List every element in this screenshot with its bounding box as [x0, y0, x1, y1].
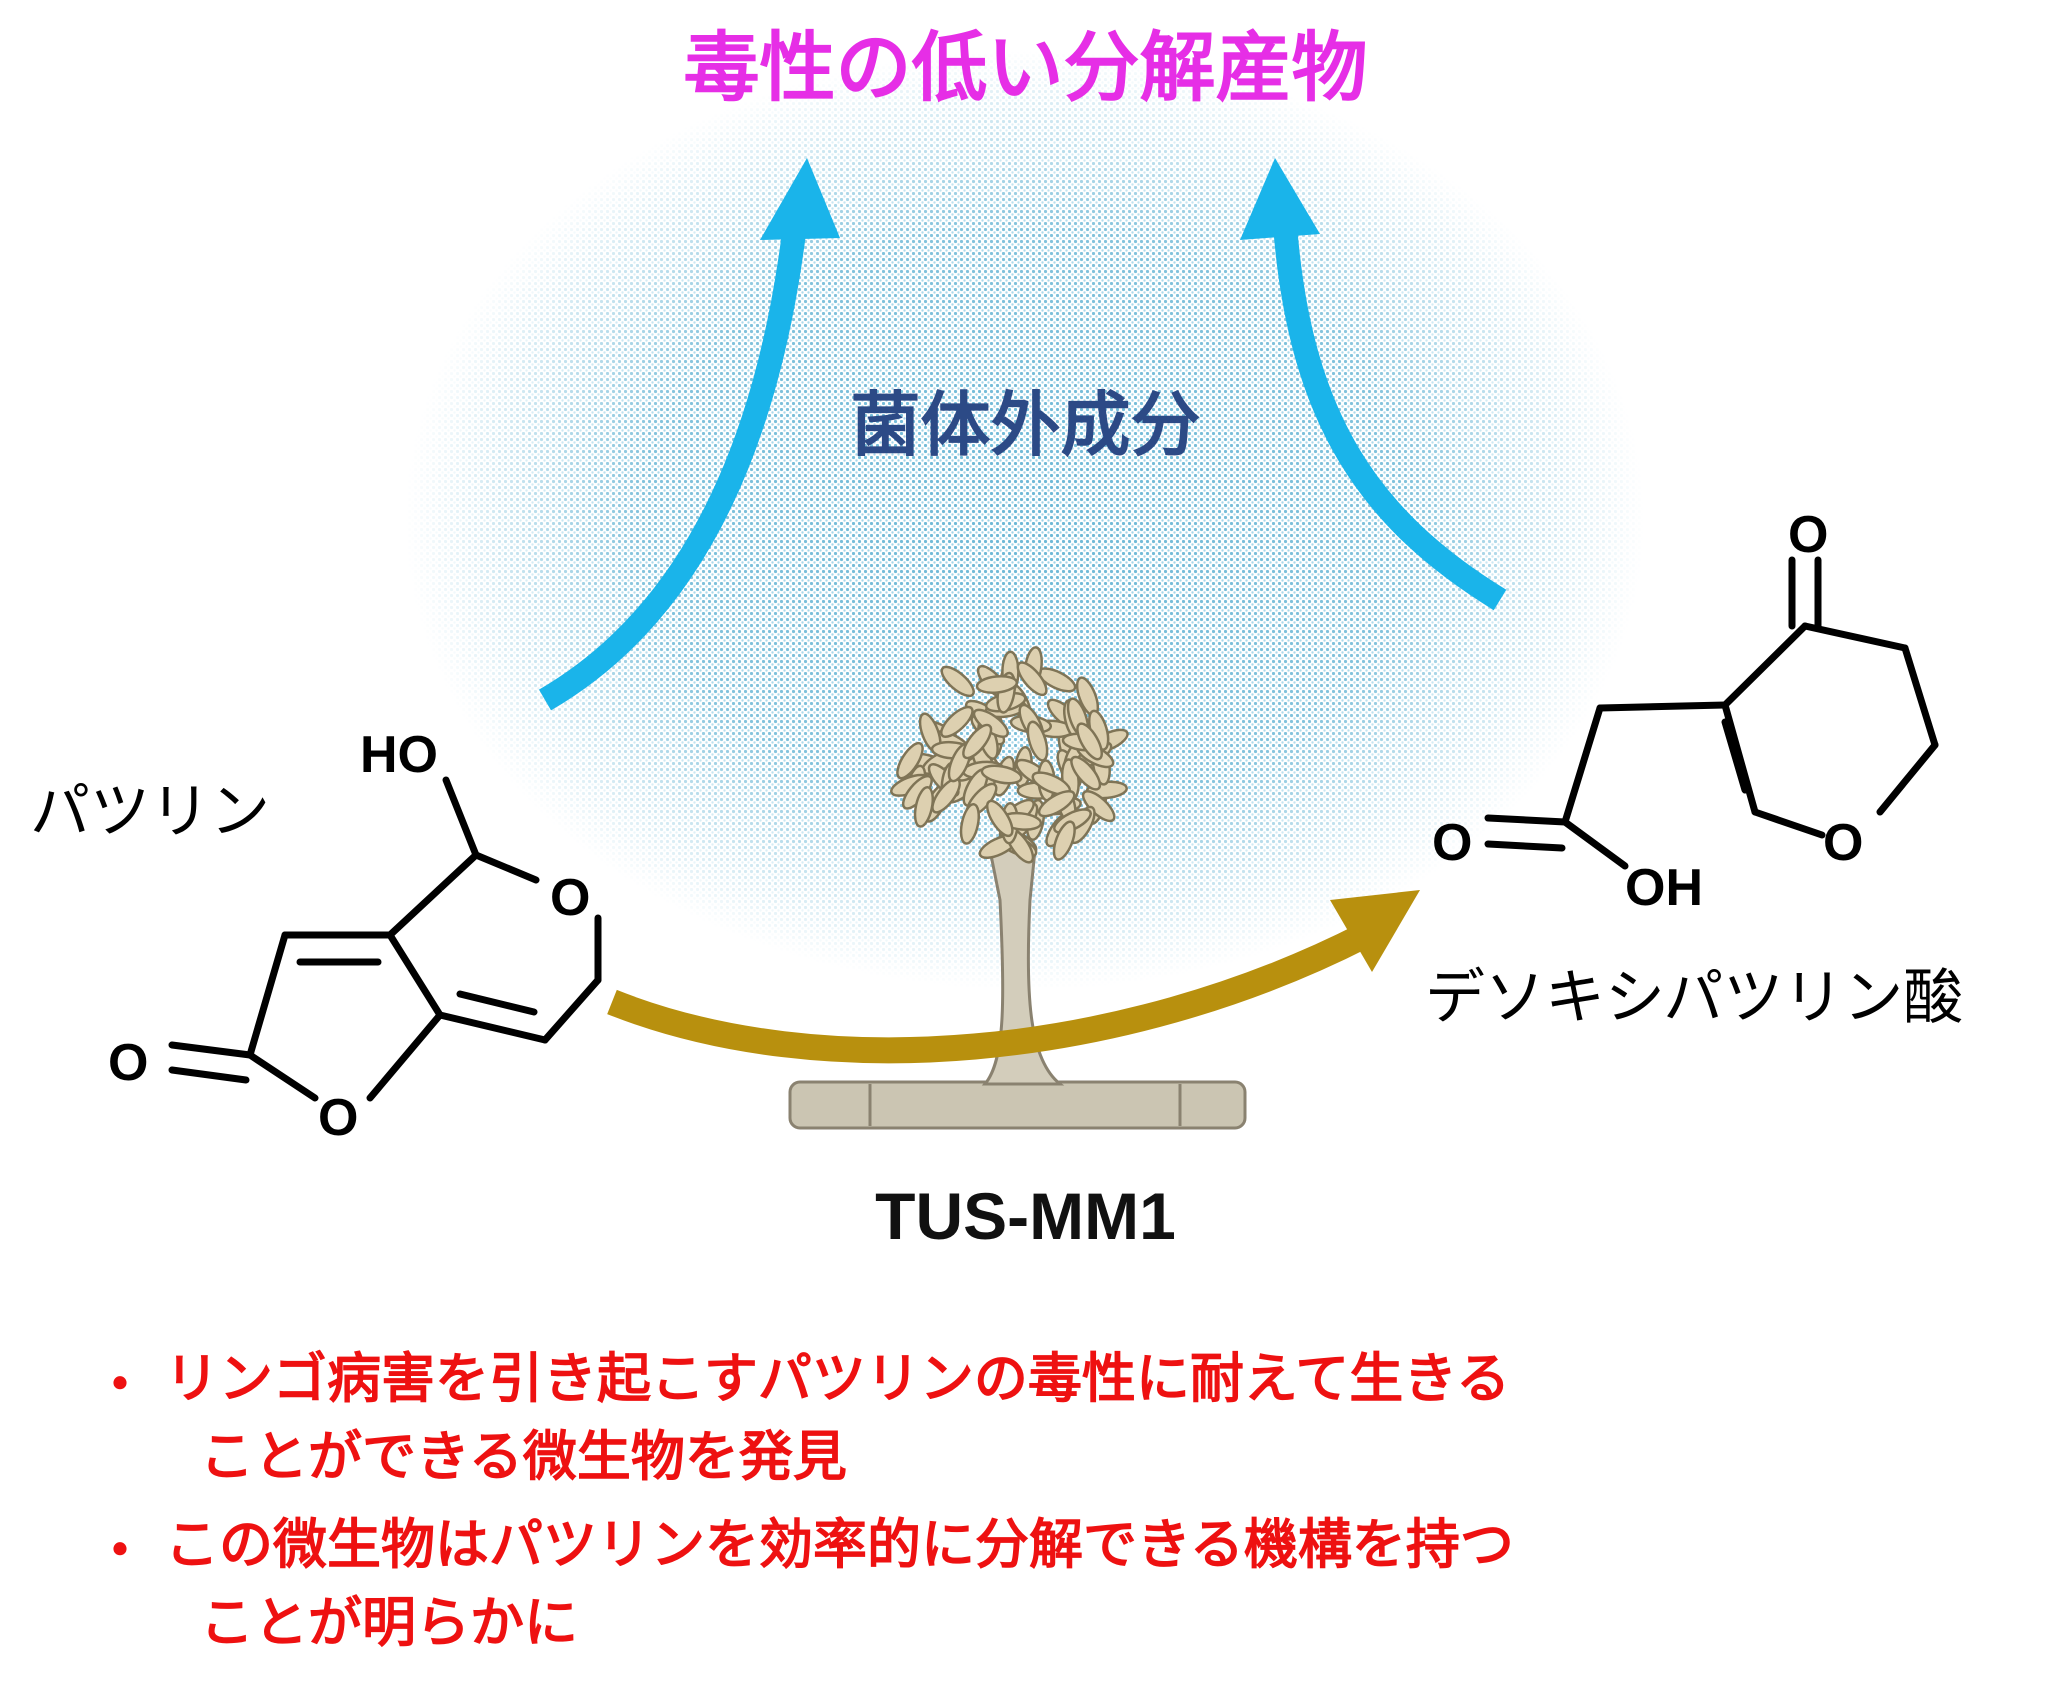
- conidium: [980, 764, 1023, 785]
- extracellular-component-label: 菌体外成分: [850, 384, 1201, 466]
- conidium: [1037, 790, 1076, 818]
- conidium: [896, 741, 924, 780]
- strain-label: TUS-MM1: [875, 1179, 1176, 1253]
- bullet-marker: ・: [93, 1353, 147, 1416]
- diagram-title: 毒性の低い分解産物: [683, 23, 1368, 112]
- finding-item: ・ この微生物はパツリンを効率的に分解できる機構を持つ ことが明らかに: [90, 1506, 1990, 1662]
- conidium: [1070, 755, 1102, 791]
- conidium: [913, 786, 935, 828]
- patulin-furan-oxygen: O: [318, 1089, 358, 1147]
- conidium: [962, 723, 993, 760]
- patulin-structure: [168, 776, 602, 1102]
- patulin-carbonyl-oxygen: O: [108, 1034, 148, 1092]
- patulin-label: パツリン: [30, 777, 270, 847]
- finding-line: ことが明らかに: [200, 1591, 578, 1654]
- conidium: [1052, 820, 1076, 861]
- finding-line: リンゴ病害を引き起こすパツリンの毒性に耐えて生きる: [165, 1347, 1511, 1410]
- up-arrow-right: [1240, 158, 1507, 611]
- conidium: [940, 705, 974, 738]
- up-arrow-left: [538, 158, 840, 711]
- conidium: [985, 799, 1014, 838]
- product-acid-oxygen: O: [1432, 814, 1472, 872]
- findings-list: ・ リンゴ病害を引き起こすパツリンの毒性に耐えて生きる ことができる微生物を発見…: [90, 1340, 1990, 1672]
- finding-item: ・ リンゴ病害を引き起こすパツリンの毒性に耐えて生きる ことができる微生物を発見: [90, 1340, 1990, 1496]
- product-acid-hydroxyl: OH: [1625, 859, 1703, 917]
- finding-line: ことができる微生物を発見: [200, 1425, 847, 1488]
- product-ketone-oxygen: O: [1788, 506, 1828, 564]
- product-label: デソキシパツリン酸: [1425, 963, 1964, 1033]
- conidium: [959, 803, 981, 845]
- patulin-hydroxyl: HO: [360, 726, 438, 784]
- patulin-ring-oxygen: O: [550, 869, 590, 927]
- conidium: [1016, 661, 1048, 697]
- conidium: [975, 675, 1019, 694]
- conidium: [1026, 720, 1049, 762]
- product-ring-oxygen: O: [1823, 814, 1863, 872]
- finding-line: この微生物はパツリンを効率的に分解できる機構を持つ: [165, 1513, 1514, 1576]
- conidium: [940, 665, 975, 698]
- desoxypatulinic-acid-structure: [1484, 556, 1939, 870]
- fungus-conidiophore: [788, 646, 1247, 1130]
- bullet-marker: ・: [93, 1519, 147, 1582]
- conversion-arrow: [607, 890, 1420, 1064]
- conidium: [1076, 722, 1104, 761]
